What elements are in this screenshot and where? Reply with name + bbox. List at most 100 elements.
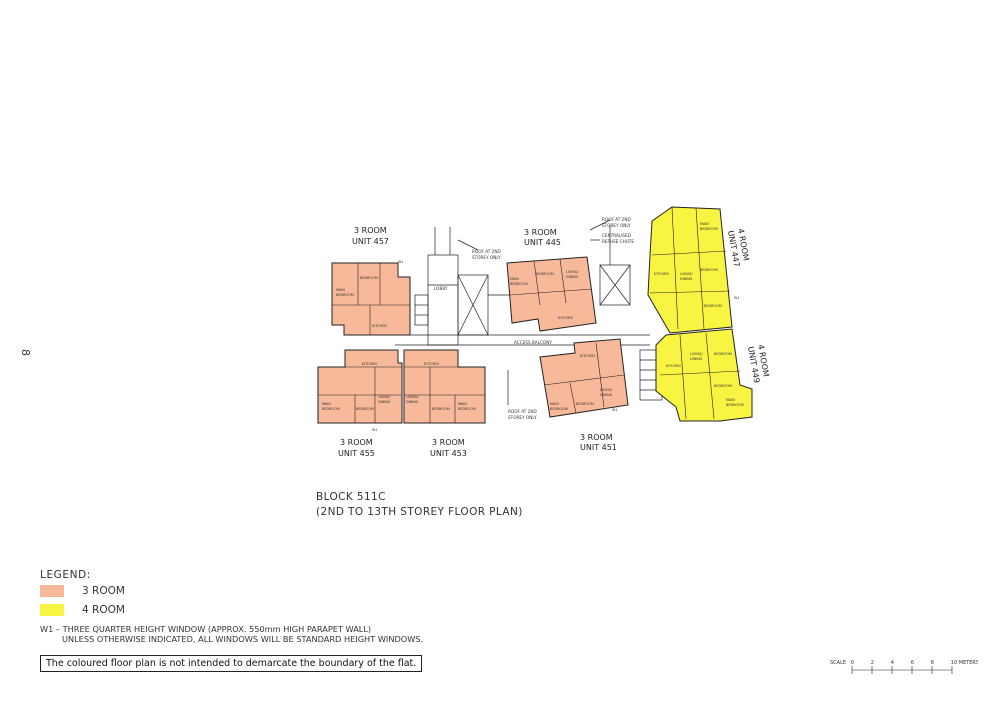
unit-type-label: 3 ROOM <box>340 438 373 447</box>
roof-note: ROOF AT 2ND <box>602 217 631 222</box>
room-label-kitchen: KITCHEN <box>666 364 681 368</box>
roof-note: ROOF AT 2ND <box>472 249 501 254</box>
remarks: W1 – THREE QUARTER HEIGHT WINDOW (APPROX… <box>40 624 423 644</box>
unit-453[interactable]: KITCHEN LIVING/ DINING BEDROOM MAIN BEDR… <box>403 349 486 424</box>
unit-type-label: 3 ROOM <box>524 228 557 237</box>
room-label-kitchen: KITCHEN <box>580 354 595 358</box>
legend-item-4-room: 4 ROOM <box>40 600 125 619</box>
unit-number-label: UNIT 453 <box>430 449 467 458</box>
room-label-bedroom: BEDROOM <box>458 407 476 411</box>
legend-title: LEGEND: <box>40 569 91 581</box>
block-title: BLOCK 511C (2ND TO 13TH STOREY FLOOR PLA… <box>316 490 523 520</box>
room-label-main: MAIN <box>550 402 559 406</box>
unit-number-label: UNIT 451 <box>580 443 617 452</box>
block-subtitle: (2ND TO 13TH STOREY FLOOR PLAN) <box>316 506 523 518</box>
room-label-living: LIVING/ <box>566 270 579 274</box>
room-label-main: MAIN <box>510 277 519 281</box>
scale-tick-label: 4 <box>891 660 894 666</box>
core-structure <box>395 219 663 405</box>
room-label-living: LIVING/ <box>680 272 693 276</box>
refuse-chute-note: REFUSE CHUTE <box>602 239 634 244</box>
unit-455[interactable]: KITCHEN MAIN BEDROOM BEDROOM LIVING/ DIN… <box>317 349 403 432</box>
room-label-kitchen: KITCHEN <box>424 362 439 366</box>
unit-447[interactable]: MAIN BEDROOM BEDROOM BEDROOM LIVING/ DIN… <box>647 206 740 334</box>
room-label-dining: DINING <box>680 277 693 281</box>
scale-label: SCALE <box>830 660 846 666</box>
window-label: W1 <box>372 428 378 432</box>
room-label-kitchen: KITCHEN <box>362 362 377 366</box>
room-label-main: MAIN <box>458 402 467 406</box>
room-label-dining: DINING <box>690 357 703 361</box>
room-label-main: MAIN <box>700 222 709 226</box>
legend-item-3-room: 3 ROOM <box>40 581 125 600</box>
scale-tick-label: 10 METERS <box>951 660 978 666</box>
legend-swatch-3-room <box>40 584 64 597</box>
room-label-main: MAIN <box>336 288 345 292</box>
room-label-bedroom: BEDROOM <box>714 384 732 388</box>
room-label-main: MAIN <box>322 402 331 406</box>
roof-note: STOREY ONLY <box>602 223 631 228</box>
room-label-dining: DINING <box>600 393 613 397</box>
floor-plan: MAIN BEDROOM BEDROOM KITCHEN W1 3 ROOM U… <box>317 206 770 458</box>
unit-type-label: 3 ROOM <box>432 438 465 447</box>
window-label: W1 <box>612 408 618 412</box>
unit-number-label: UNIT 457 <box>352 237 389 246</box>
room-label-kitchen: KITCHEN <box>372 324 387 328</box>
room-label-bedroom: BEDROOM <box>360 276 378 280</box>
room-label-kitchen: KITCHEN <box>558 316 573 320</box>
room-label-bedroom: BEDROOM <box>510 282 528 286</box>
scale-tick-label: 6 <box>911 660 914 666</box>
room-label-living: LIVING/ <box>378 395 391 399</box>
block-name: BLOCK 511C <box>316 491 386 503</box>
page-number: 8 <box>19 349 32 356</box>
unit-457[interactable]: MAIN BEDROOM BEDROOM KITCHEN W1 <box>331 260 411 336</box>
unit-451[interactable]: KITCHEN MAIN BEDROOM BEDROOM LIVING/ DIN… <box>539 338 629 418</box>
remark-windows: UNLESS OTHERWISE INDICATED, ALL WINDOWS … <box>62 634 424 644</box>
unit-type-label: 3 ROOM <box>354 226 387 235</box>
unit-445[interactable]: MAIN BEDROOM BEDROOM LIVING/ DINING KITC… <box>506 256 597 332</box>
room-label-bedroom: BEDROOM <box>700 268 718 272</box>
room-label-main: MAIN <box>726 398 735 402</box>
room-label-living: LIVING/ <box>406 395 419 399</box>
unit-number-label: UNIT 445 <box>524 238 561 247</box>
roof-note: STOREY ONLY <box>472 255 501 260</box>
scale-ticks: 0 2 4 6 8 10 METERS <box>851 660 978 674</box>
room-label-dining: DINING <box>378 400 391 404</box>
room-label-bedroom: BEDROOM <box>536 272 554 276</box>
room-label-dining: DINING <box>566 275 579 279</box>
scale-tick-label: 8 <box>931 660 934 666</box>
room-label-kitchen: KITCHEN <box>654 272 669 276</box>
scale-bar: SCALE 0 2 4 6 8 10 METERS <box>830 660 978 674</box>
lobby-label: LOBBY <box>434 286 448 291</box>
room-label-dining: DINING <box>406 400 419 404</box>
legend-label: 4 ROOM <box>82 603 125 616</box>
room-label-bedroom: BEDROOM <box>726 403 744 407</box>
room-label-bedroom: BEDROOM <box>714 352 732 356</box>
room-label-bedroom: BEDROOM <box>550 407 568 411</box>
room-label-bedroom: BEDROOM <box>322 407 340 411</box>
disclaimer: The coloured floor plan is not intended … <box>40 655 423 672</box>
room-label-bedroom: BEDROOM <box>432 407 450 411</box>
legend-swatch-4-room <box>40 603 64 616</box>
legend-label: 3 ROOM <box>82 584 125 597</box>
room-label-living: LIVING/ <box>600 388 613 392</box>
room-label-living: LIVING/ <box>690 352 703 356</box>
window-label: W1 <box>734 296 740 300</box>
room-label-bedroom: BEDROOM <box>700 227 718 231</box>
room-label-bedroom: BEDROOM <box>336 293 354 297</box>
room-label-bedroom: BEDROOM <box>576 402 594 406</box>
scale-tick-label: 0 <box>851 660 854 666</box>
unit-449[interactable]: KITCHEN LIVING/ DINING BEDROOM BEDROOM M… <box>655 328 753 422</box>
legend: LEGEND: 3 ROOM 4 ROOM <box>40 569 125 619</box>
scale-tick-label: 2 <box>871 660 874 666</box>
room-label-bedroom: BEDROOM <box>704 304 722 308</box>
window-label: W1 <box>398 260 404 264</box>
room-label-bedroom: BEDROOM <box>356 407 374 411</box>
unit-number-label: UNIT 455 <box>338 449 375 458</box>
remark-w1: W1 – THREE QUARTER HEIGHT WINDOW (APPROX… <box>40 624 372 634</box>
roof-note: ROOF AT 2ND <box>508 409 537 414</box>
unit-type-label: 3 ROOM <box>580 433 613 442</box>
access-balcony-label: ACCESS BALCONY <box>514 340 552 345</box>
roof-note: STOREY ONLY <box>508 415 537 420</box>
refuse-chute-note: CENTRALISED <box>602 233 631 238</box>
